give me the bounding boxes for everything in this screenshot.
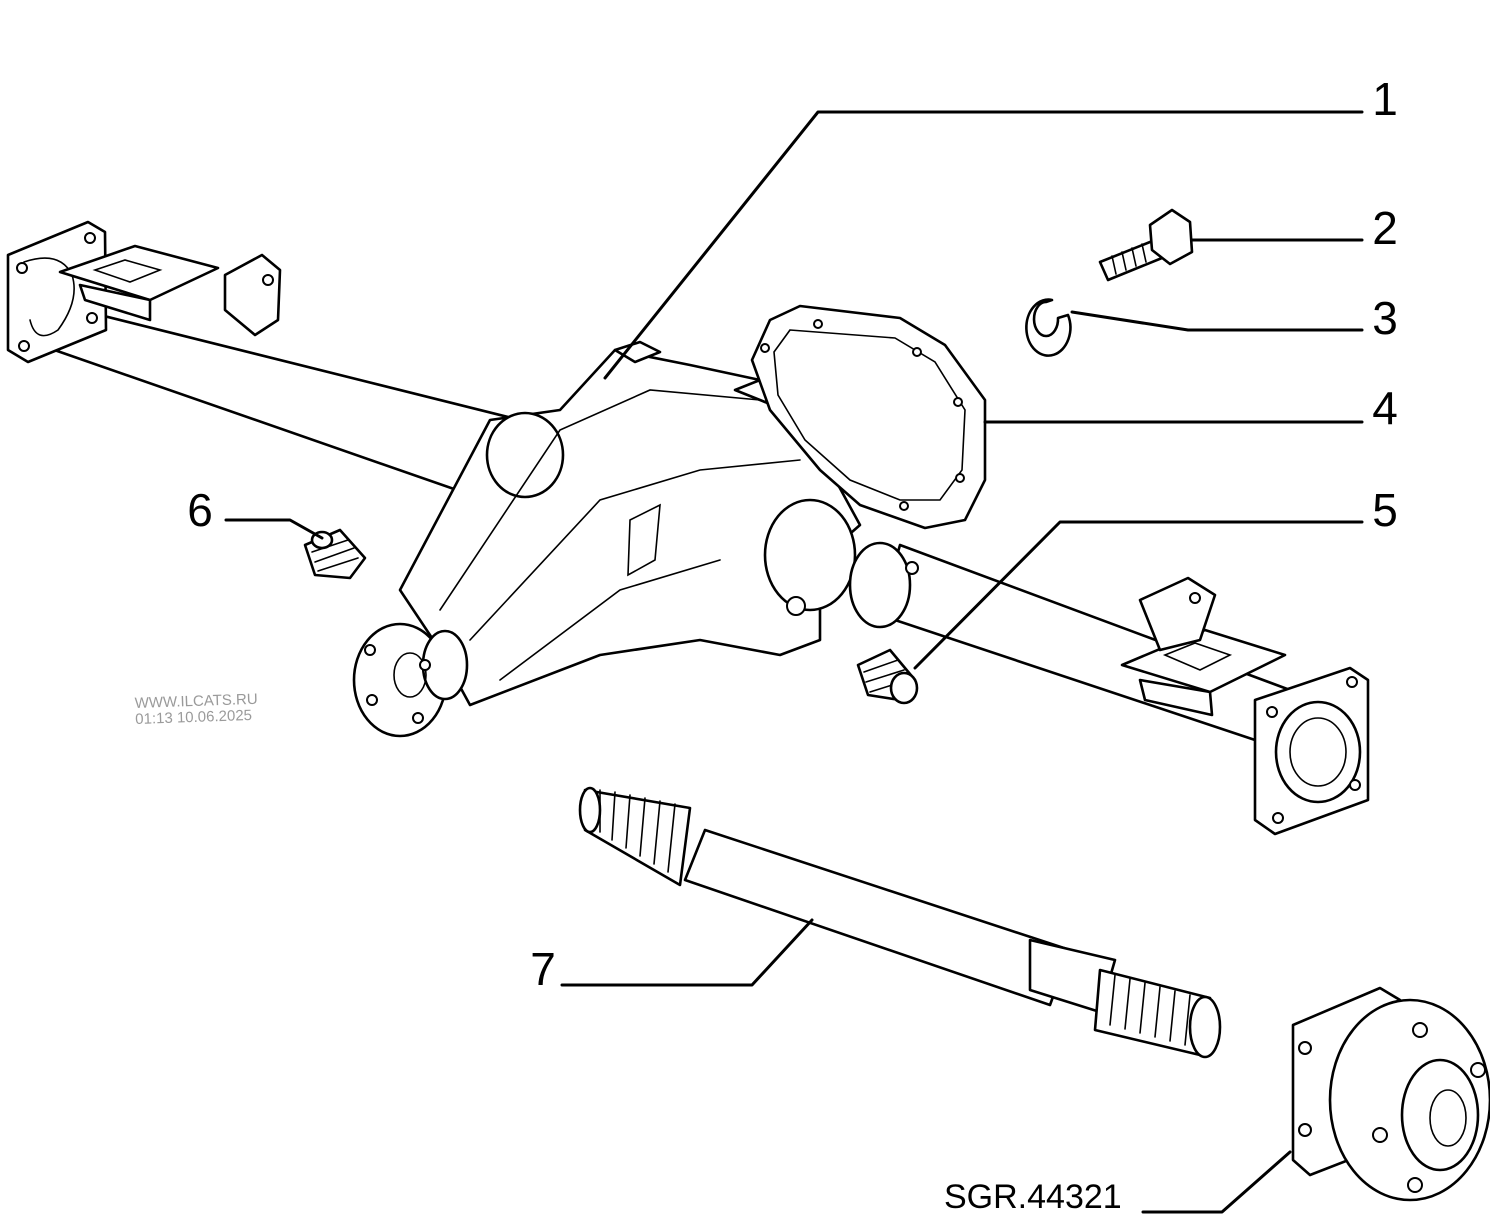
leader-code: [1141, 1150, 1292, 1214]
wheel-hub: [1291, 986, 1490, 1202]
plug-right: [856, 648, 919, 705]
drawing-code: SGR.44321: [944, 1178, 1122, 1215]
callout-4: 4: [1372, 382, 1398, 434]
watermark: WWW.ILCATS.RU 01:13 10.06.2025: [134, 691, 258, 728]
callout-2: 2: [1372, 202, 1398, 254]
callout-labels: 1 2 3 4 5 6 7 SGR.44321: [187, 73, 1398, 1216]
leader-6: [224, 518, 324, 540]
half-shaft: [578, 786, 1222, 1059]
watermark-timestamp: 01:13 10.06.2025: [135, 707, 252, 728]
differential-carrier: [352, 340, 919, 738]
callout-3: 3: [1372, 292, 1398, 344]
callout-7: 7: [530, 943, 556, 995]
axle-housing: [6, 220, 1370, 836]
callout-1: 1: [1372, 73, 1398, 125]
cover-gasket: [750, 304, 987, 530]
leader-3: [1070, 310, 1364, 332]
lock-washer: [1025, 298, 1072, 357]
leader-1: [603, 110, 1364, 380]
plug-left: [303, 528, 367, 580]
callout-5: 5: [1372, 484, 1398, 536]
watermark-site: WWW.ILCATS.RU: [134, 691, 258, 712]
leader-5: [913, 520, 1364, 670]
callout-6: 6: [187, 484, 213, 536]
leader-lines: [224, 110, 1364, 1214]
bolt: [1098, 208, 1194, 282]
leader-7: [560, 918, 814, 987]
